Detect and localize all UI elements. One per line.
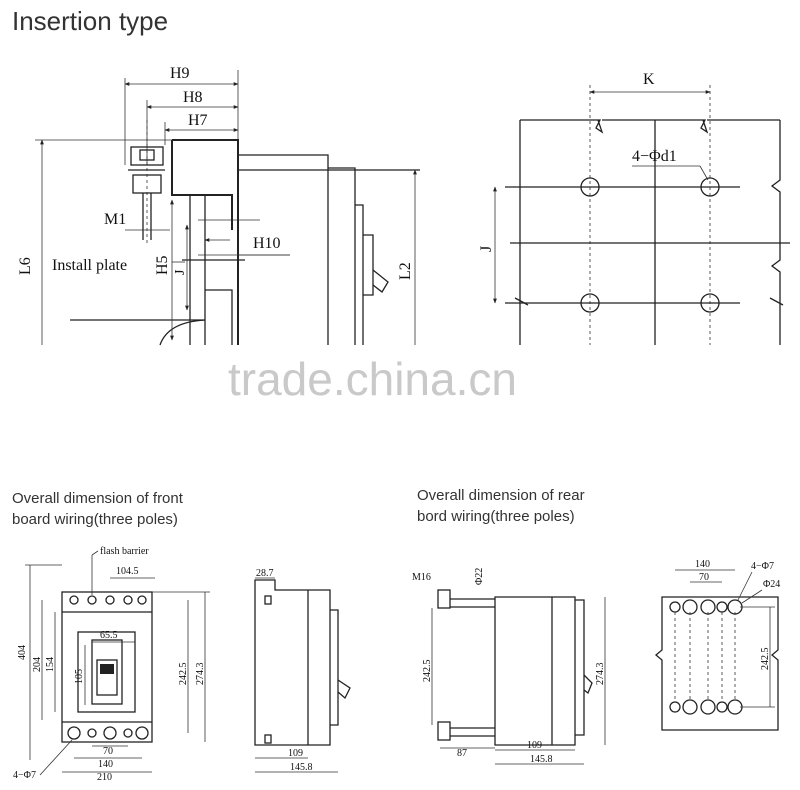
dim-109-rear: 109: [527, 740, 542, 751]
dim-28-7: 28.7: [256, 568, 274, 579]
dim-h5: H5: [154, 255, 171, 275]
page-title: Insertion type: [12, 6, 168, 36]
dim-140-rear: 140: [695, 559, 710, 570]
label-phi22: Φ22: [474, 568, 485, 585]
rear-wiring-hole-view: 140 70 4−Φ7 Φ24 242.5: [654, 559, 780, 731]
front-wiring-side-view: 28.7 109 145.8: [254, 568, 351, 773]
dim-274-3-front: 274.3: [195, 663, 206, 686]
dim-145-8-front: 145.8: [290, 762, 313, 773]
insertion-side-view: H9 H8 H7 L6 M1: [17, 65, 420, 346]
dim-l6: L6: [17, 257, 34, 275]
dim-m1: M1: [104, 211, 126, 228]
front-title-line1: Overall dimension of front: [12, 490, 184, 507]
dim-104-5: 104.5: [116, 566, 139, 577]
label-flash-barrier: flash barrier: [100, 546, 149, 557]
dim-145-8-rear: 145.8: [530, 754, 553, 765]
dim-242-5-front: 242.5: [178, 663, 189, 686]
rear-title-line2: bord wiring(three poles): [417, 508, 575, 525]
dim-h8: H8: [183, 89, 203, 106]
watermark: trade.china.cn: [228, 353, 517, 405]
label-holes-d1: 4−Φd1: [632, 148, 677, 165]
label-holes-phi7-front: 4−Φ7: [13, 770, 36, 781]
dim-h10: H10: [253, 235, 281, 252]
dim-242-5-rear: 242.5: [422, 660, 433, 683]
label-holes-phi7-rear: 4−Φ7: [751, 561, 774, 572]
front-title-line2: board wiring(three poles): [12, 511, 178, 528]
dim-k: K: [643, 71, 655, 88]
dim-h9: H9: [170, 65, 190, 82]
dim-140-front: 140: [98, 759, 113, 770]
dim-109-front: 109: [288, 748, 303, 759]
insertion-panel-view: K 4−Φd1 J: [478, 71, 790, 345]
dim-404: 404: [17, 645, 28, 660]
dim-210: 210: [97, 772, 112, 783]
dim-70-front: 70: [103, 746, 113, 757]
dim-j-right: J: [478, 246, 495, 252]
rear-wiring-side-view: M16 Φ22 242.5 274.3 87 109 145.8: [412, 568, 606, 765]
label-m16: M16: [412, 572, 431, 583]
label-install-plate: Install plate: [52, 257, 127, 274]
dim-l2: L2: [397, 262, 414, 280]
dim-87: 87: [457, 748, 467, 759]
dim-274-3-rear: 274.3: [595, 663, 606, 686]
dim-65-5: 65.5: [100, 630, 118, 641]
front-wiring-front-view: flash barrier 104.5 404 204 154 65.5 105…: [13, 546, 210, 783]
dim-j-left: J: [173, 269, 188, 275]
dim-154: 154: [45, 657, 56, 672]
rear-title-line1: Overall dimension of rear: [417, 487, 585, 504]
dim-h7: H7: [188, 112, 208, 129]
dim-70-rear: 70: [699, 572, 709, 583]
dim-242-5-rear-holes: 242.5: [760, 648, 771, 671]
dim-204: 204: [32, 657, 43, 672]
dim-105: 105: [74, 669, 85, 684]
label-phi24: Φ24: [763, 579, 780, 590]
